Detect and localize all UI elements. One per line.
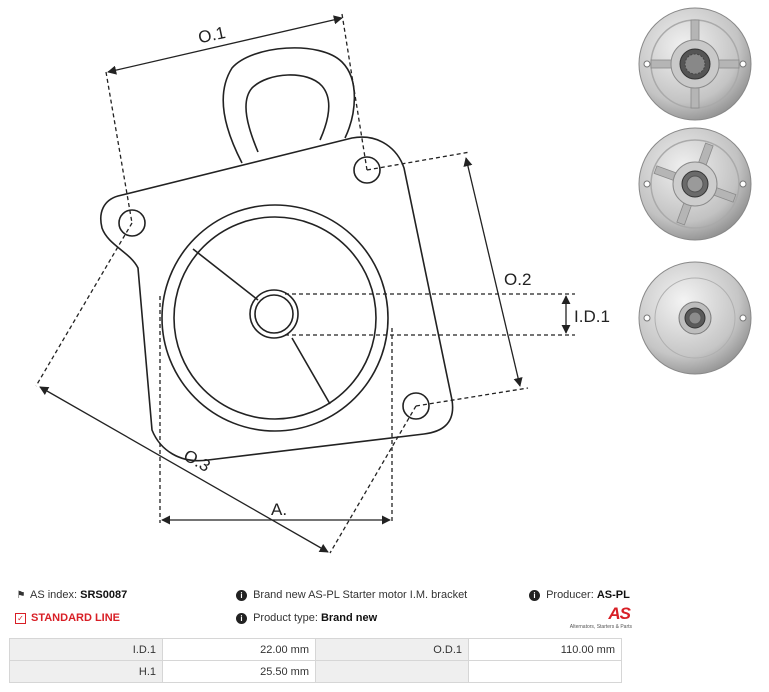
as-pl-logo: AS Alternators, Starters & Parts [560, 604, 632, 634]
bracket-outline [100, 47, 454, 462]
product-type-label: Product type: [253, 612, 318, 624]
as-index-label: AS index: [30, 589, 78, 601]
spec-value: 22.00 mm [162, 638, 316, 661]
as-index: ⚑ AS index: SRS0087 [15, 589, 128, 601]
check-square-icon: ✓ [15, 613, 26, 624]
product-type: i Product type: Brand new [236, 612, 377, 624]
a-label: A. [271, 500, 287, 519]
tag-icon: ⚑ [16, 590, 26, 601]
spec-value: 110.00 mm [468, 638, 622, 661]
spec-label: O.D.1 [315, 638, 469, 661]
logo-mark: AS [608, 604, 631, 623]
logo-tagline: Alternators, Starters & Parts [569, 624, 632, 630]
spec-value: 25.50 mm [162, 660, 316, 683]
technical-drawing: O.1 O.2 O.3 I.D.1 A. [35, 13, 610, 554]
spec-label: I.D.1 [9, 638, 163, 661]
standard-line-label: STANDARD LINE [31, 612, 121, 624]
table-row: H.1 25.50 mm [9, 660, 622, 683]
producer: i Producer: AS-PL [529, 589, 630, 601]
construction-lines [35, 13, 575, 554]
bracket-photo-front [638, 7, 752, 121]
producer-value: AS-PL [596, 589, 630, 601]
producer-label: Producer: [546, 589, 594, 601]
description-text: Brand new AS-PL Starter motor I.M. brack… [253, 589, 468, 601]
dimension-lines [39, 15, 571, 553]
table-row: I.D.1 22.00 mm O.D.1 110.00 mm [9, 638, 622, 661]
as-index-value: SRS0087 [80, 589, 128, 601]
bracket-photo-middle [638, 127, 752, 241]
spec-label [315, 660, 469, 683]
specs-table: I.D.1 22.00 mm O.D.1 110.00 mm H.1 25.50… [9, 638, 622, 683]
spec-label: H.1 [9, 660, 163, 683]
spec-value [468, 660, 622, 683]
description: i Brand new AS-PL Starter motor I.M. bra… [236, 589, 467, 601]
info-icon: i [529, 590, 540, 601]
od2-label: O.2 [504, 270, 531, 289]
id1-label: I.D.1 [574, 307, 610, 326]
od3-label: O.3 [180, 446, 213, 476]
info-icon: i [236, 590, 247, 601]
bracket-photo-back [638, 261, 752, 375]
info-icon: i [236, 613, 247, 624]
od1-label: O.1 [197, 23, 228, 47]
standard-line: ✓ STANDARD LINE [15, 612, 120, 624]
product-type-value: Brand new [320, 612, 378, 624]
